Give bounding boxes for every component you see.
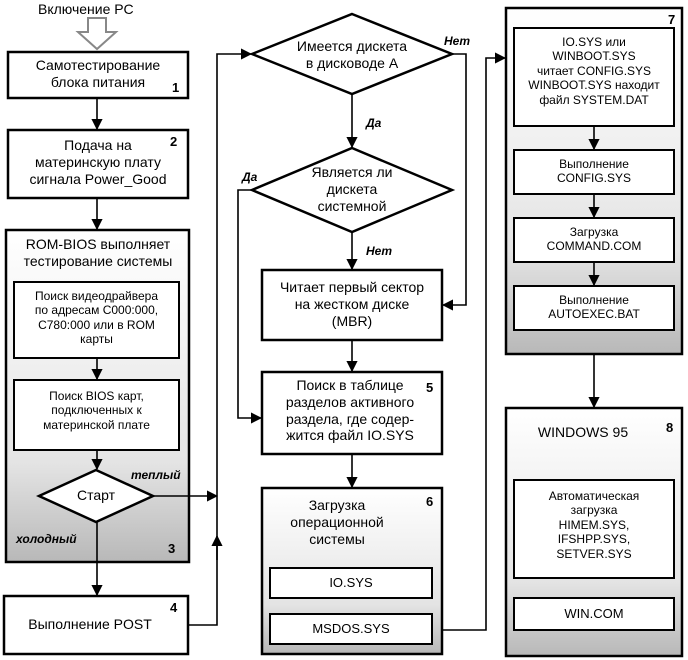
arrow-system-yes: [237, 189, 263, 424]
arrow-os-config: [442, 52, 507, 631]
label-exec-autoexec: Выполнение AUTOEXEC.BAT: [548, 293, 640, 322]
label-system-question: Является ли дискета системной: [311, 164, 393, 214]
edge-label-cold: холодный: [16, 532, 77, 546]
box-load-command: [513, 217, 675, 263]
start-hollow-arrow: [75, 17, 119, 51]
edge-label-floppy-no: Нет: [444, 34, 471, 48]
num-5: 5: [426, 380, 434, 395]
label-exec-config: Выполнение CONFIG.SYS: [556, 157, 631, 186]
edge-label-system-no: Нет: [366, 244, 393, 258]
box-auto-load: [513, 479, 675, 579]
box-msdos-sys: [269, 613, 433, 645]
label-post: Выполнение POST: [28, 616, 152, 632]
diamond-start: [35, 468, 157, 524]
num-6: 6: [426, 494, 434, 509]
label-power-good: Подача на материнскую плату сигнала Powe…: [29, 137, 167, 187]
label-load-command: Загрузка COMMAND.COM: [546, 225, 642, 254]
label-floppy-question: Имеется дискета в дисководе А: [296, 38, 408, 71]
box-power-good: [6, 128, 190, 200]
box-psu-selftest: [6, 50, 190, 100]
box-io-sys: [269, 567, 433, 599]
box-post: [2, 594, 190, 656]
num-4: 4: [170, 600, 178, 615]
label-video-search: Поиск видеодрайвера по адресам С000:000,…: [34, 289, 159, 347]
label-rom-bios: ROM-BIOS выполняет тестирование системы: [23, 236, 173, 269]
label-msdos-sys: MSDOS.SYS: [312, 621, 390, 636]
box-io-reads-config: [513, 27, 675, 127]
edge-label-warm: теплый: [131, 468, 181, 482]
label-io-sys: IO.SYS: [329, 575, 373, 590]
flowchart-title: Включение РС: [38, 1, 134, 17]
label-os-load: Загрузка операционной системы: [290, 497, 384, 547]
box-win-com: [513, 597, 675, 631]
arrow-post-floppy: [188, 48, 253, 626]
label-start: Старт: [76, 487, 116, 503]
box-exec-autoexec: [513, 285, 675, 331]
label-io-reads-config: IO.SYS или WINBOOT.SYS читает CONFIG.SYS…: [528, 35, 660, 107]
label-partition-search: Поиск в таблице разделов активного разде…: [285, 377, 415, 444]
num-7: 7: [668, 12, 676, 27]
num-8: 8: [666, 420, 674, 435]
edge-label-floppy-yes: Да: [366, 116, 382, 130]
label-auto-load: Автоматическая загрузка HIMEM.SYS, IFSHP…: [548, 489, 640, 561]
box-partition-search: [260, 370, 444, 456]
label-bios-cards: Поиск BIOS карт, подключенных к материнс…: [43, 389, 150, 432]
edge-label-system-yes: Да: [242, 170, 258, 184]
label-windows95: WINDOWS 95: [537, 424, 629, 440]
num-1: 1: [172, 80, 180, 95]
num-2: 2: [170, 134, 178, 149]
label-psu-selftest: Самотестирование блока питания: [35, 57, 161, 90]
label-win-com: WIN.COM: [564, 606, 624, 621]
box-video-search: [13, 281, 180, 359]
label-read-mbr: Читает первый сектор на жестком диске (M…: [279, 279, 425, 329]
box-exec-config: [513, 149, 675, 195]
arrow-floppy-no: [441, 53, 467, 311]
num-3: 3: [168, 541, 176, 556]
